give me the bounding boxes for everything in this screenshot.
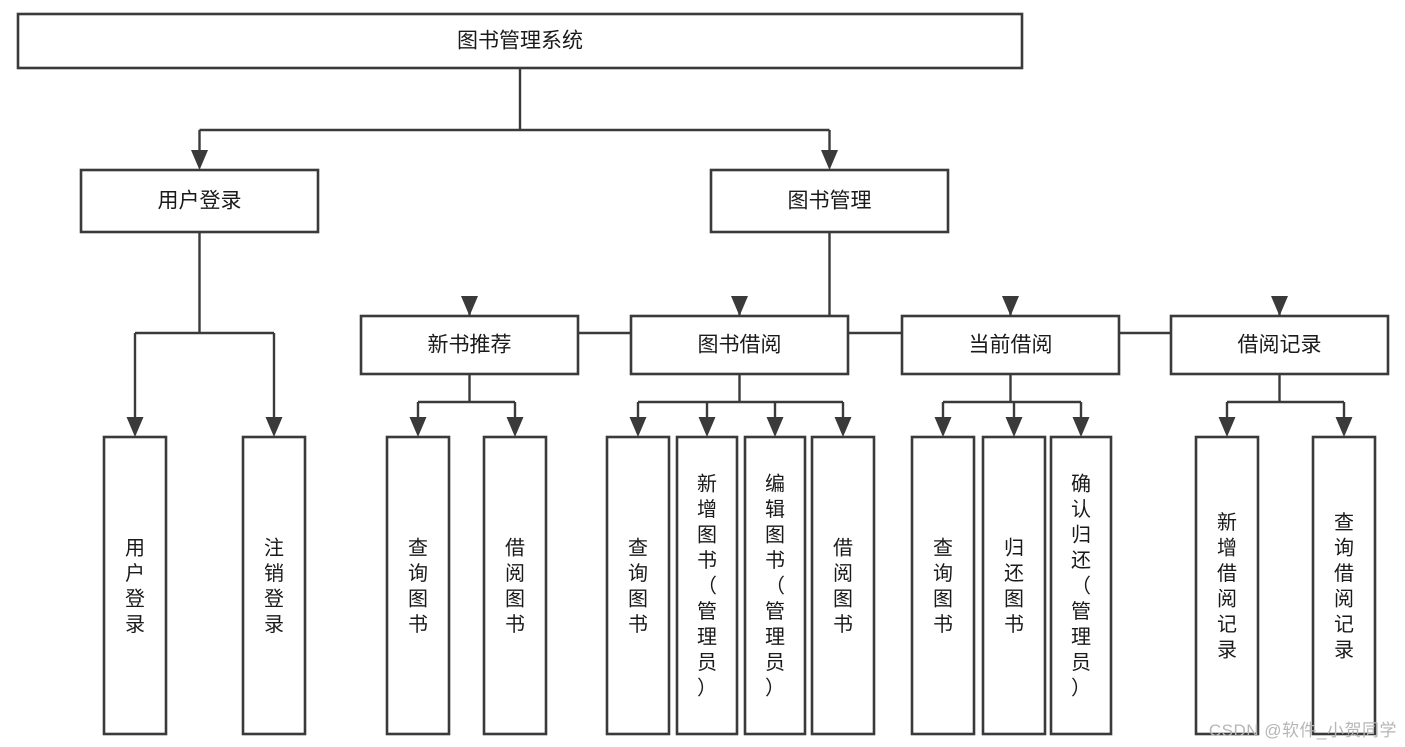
node-label: 新书推荐	[428, 334, 512, 357]
arrow-head-icon	[821, 150, 838, 170]
arrow-head-icon	[461, 296, 478, 316]
node-leaf-user-login[interactable]: 用户登录	[102, 435, 168, 736]
node-label: 归还图书	[1004, 536, 1024, 636]
node-box[interactable]	[1049, 435, 1113, 736]
arrow-head-icon	[934, 417, 952, 437]
node-label: 新增借阅记录	[1217, 511, 1237, 662]
node-box[interactable]	[981, 435, 1047, 736]
node-box[interactable]	[1194, 435, 1260, 736]
arrow-head-icon	[834, 417, 852, 437]
arrow-head-icon	[766, 417, 784, 437]
arrow-head-icon	[1335, 417, 1353, 437]
node-box[interactable]	[605, 435, 671, 736]
node-current-borrow[interactable]: 当前借阅	[900, 314, 1121, 376]
node-label: 新增图书（管理员）	[697, 473, 717, 700]
node-box[interactable]	[79, 168, 320, 234]
node-book-borrow[interactable]: 图书借阅	[629, 314, 850, 376]
node-leaf-return-book[interactable]: 归还图书	[981, 435, 1047, 736]
node-root[interactable]: 图书管理系统	[16, 12, 1024, 70]
node-box[interactable]	[810, 435, 876, 736]
arrow-head-icon	[126, 417, 144, 437]
node-box[interactable]	[482, 435, 548, 736]
node-box[interactable]	[675, 435, 739, 736]
node-label: 图书借阅	[698, 334, 782, 357]
node-box[interactable]	[900, 314, 1121, 376]
arrow-head-icon	[265, 417, 283, 437]
node-label: 查询图书	[933, 536, 953, 636]
node-box[interactable]	[385, 435, 451, 736]
node-box[interactable]	[709, 168, 950, 234]
node-leaf-borrow-book-rec[interactable]: 借阅图书	[482, 435, 548, 736]
node-label: 当前借阅	[969, 334, 1053, 357]
arrow-head-icon	[731, 296, 748, 316]
node-new-book-rec[interactable]: 新书推荐	[359, 314, 580, 376]
arrow-head-icon	[1271, 296, 1288, 316]
node-box[interactable]	[241, 435, 307, 736]
node-book-manage[interactable]: 图书管理	[709, 168, 950, 234]
node-label: 图书管理系统	[457, 30, 583, 53]
node-user-login[interactable]: 用户登录	[79, 168, 320, 234]
node-label: 图书管理	[788, 190, 872, 213]
connector-layer	[126, 68, 1353, 437]
node-label: 用户登录	[125, 537, 145, 636]
node-label: 查询借阅记录	[1334, 511, 1354, 662]
node-box[interactable]	[629, 314, 850, 376]
node-box[interactable]	[910, 435, 976, 736]
node-leaf-query-book-rec[interactable]: 查询图书	[385, 435, 451, 736]
arrow-head-icon	[191, 150, 208, 170]
node-label: 注销登录	[264, 536, 284, 636]
node-box[interactable]	[359, 314, 580, 376]
node-leaf-query-record[interactable]: 查询借阅记录	[1311, 435, 1377, 736]
node-label: 借阅图书	[505, 536, 525, 636]
node-label: 用户登录	[158, 190, 242, 213]
csdn-watermark: CSDN @软件_小贺同学	[1208, 721, 1397, 740]
node-box[interactable]	[1169, 314, 1390, 376]
node-leaf-query-book-c[interactable]: 查询图书	[910, 435, 976, 736]
node-leaf-query-book-b[interactable]: 查询图书	[605, 435, 671, 736]
arrow-head-icon	[506, 417, 524, 437]
node-label: 借阅图书	[833, 536, 853, 636]
arrow-head-icon	[1005, 417, 1023, 437]
arrow-head-icon	[409, 417, 427, 437]
node-label: 查询图书	[408, 536, 428, 636]
node-box[interactable]	[743, 435, 807, 736]
node-leaf-edit-book[interactable]: 编辑图书（管理员）	[743, 435, 807, 736]
arrow-head-icon	[698, 417, 716, 437]
node-leaf-user-logout[interactable]: 注销登录	[241, 435, 307, 736]
node-label: 查询图书	[628, 536, 648, 636]
node-leaf-borrow-book-b[interactable]: 借阅图书	[810, 435, 876, 736]
node-label: 借阅记录	[1238, 334, 1322, 357]
node-box[interactable]	[1311, 435, 1377, 736]
node-borrow-record[interactable]: 借阅记录	[1169, 314, 1390, 376]
node-layer: 图书管理系统用户登录图书管理新书推荐图书借阅当前借阅借阅记录用户登录注销登录查询…	[16, 12, 1390, 736]
node-leaf-add-record[interactable]: 新增借阅记录	[1194, 435, 1260, 736]
node-leaf-confirm-return[interactable]: 确认归还（管理员）	[1049, 435, 1113, 736]
arrow-head-icon	[629, 417, 647, 437]
arrow-head-icon	[1002, 296, 1019, 316]
node-box[interactable]	[102, 435, 168, 736]
arrow-head-icon	[1072, 417, 1090, 437]
node-leaf-add-book[interactable]: 新增图书（管理员）	[675, 435, 739, 736]
arrow-head-icon	[1218, 417, 1236, 437]
node-label: 编辑图书（管理员）	[765, 473, 785, 700]
node-box[interactable]	[16, 12, 1024, 70]
node-label: 确认归还（管理员）	[1071, 473, 1091, 700]
